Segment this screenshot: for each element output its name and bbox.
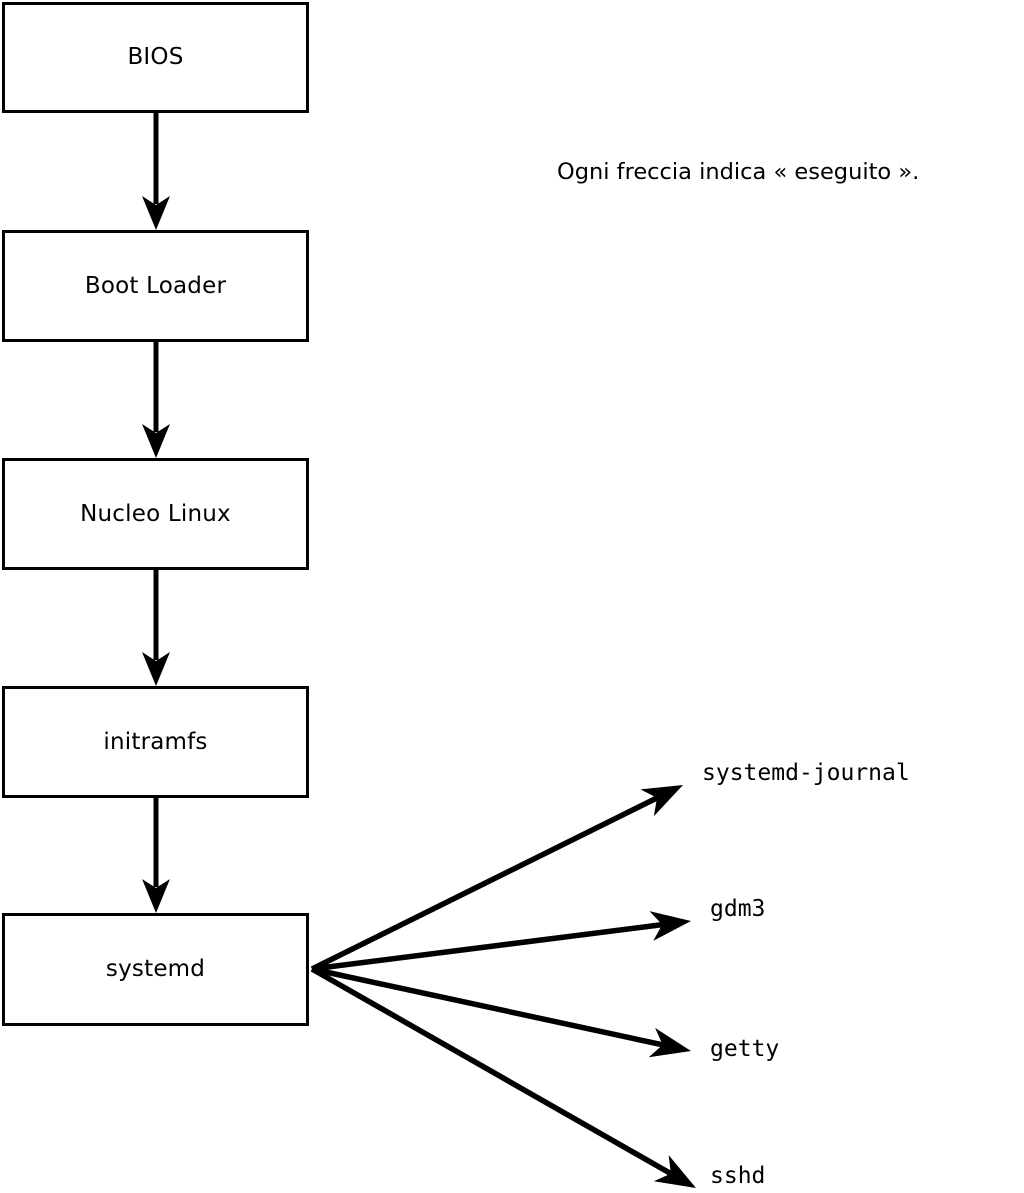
stage-box-initramfs[interactable]: initramfs bbox=[2, 686, 309, 798]
stage-label-kernel: Nucleo Linux bbox=[80, 500, 231, 527]
chain-arrow-bootldr-to-kernel bbox=[142, 342, 170, 458]
stage-box-kernel[interactable]: Nucleo Linux bbox=[2, 458, 309, 570]
stage-label-systemd: systemd bbox=[105, 956, 206, 982]
service-label-gdm3: gdm3 bbox=[710, 896, 766, 922]
diagram-caption: Ogni freccia indica « eseguito ». bbox=[557, 159, 920, 185]
fanout-arrow-to-getty bbox=[311, 966, 691, 1058]
stage-box-bios[interactable]: BIOS bbox=[2, 2, 309, 113]
service-label-systemd-journal: systemd-journal bbox=[702, 760, 910, 786]
stage-label-initramfs: initramfs bbox=[103, 728, 208, 755]
stage-label-bootldr: Boot Loader bbox=[84, 272, 227, 299]
service-label-sshd: sshd bbox=[710, 1163, 766, 1189]
stage-box-systemd[interactable]: systemd bbox=[2, 913, 309, 1026]
fanout-arrows-group bbox=[310, 785, 696, 1188]
chain-arrow-initramfs-to-systemd bbox=[142, 798, 170, 913]
chain-arrows-group bbox=[142, 113, 170, 913]
stage-box-bootldr[interactable]: Boot Loader bbox=[2, 230, 309, 342]
fanout-arrow-to-gdm3 bbox=[311, 911, 691, 972]
fanout-arrow-to-systemd-journal bbox=[310, 785, 683, 972]
fanout-arrow-to-sshd bbox=[310, 966, 696, 1188]
stage-label-bios: BIOS bbox=[127, 44, 184, 70]
service-label-getty: getty bbox=[710, 1036, 780, 1062]
chain-arrow-bios-to-bootldr bbox=[142, 113, 170, 230]
chain-arrow-kernel-to-initramfs bbox=[142, 570, 170, 686]
